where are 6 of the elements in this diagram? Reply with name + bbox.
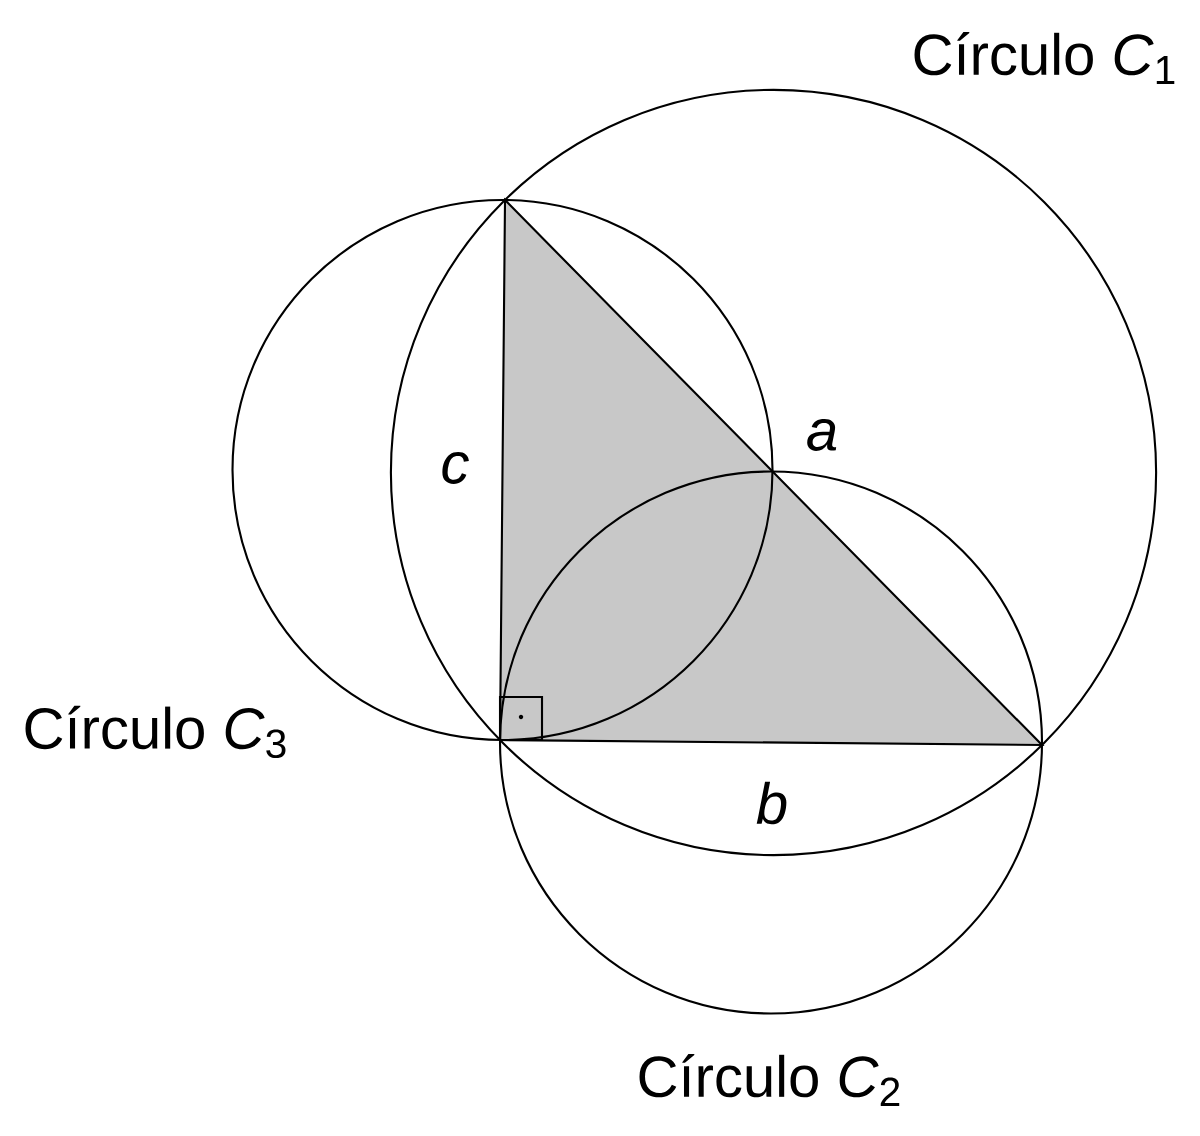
side-label: c — [442, 452, 469, 484]
circle-label: Círculo C$_{1}$ — [914, 32, 1175, 84]
circle-label: Círculo C$_{2}$ — [639, 1054, 900, 1106]
circle-label: Círculo C$_{3}$ — [25, 705, 286, 759]
side-label: b — [756, 781, 787, 825]
side-label: a — [807, 419, 837, 451]
